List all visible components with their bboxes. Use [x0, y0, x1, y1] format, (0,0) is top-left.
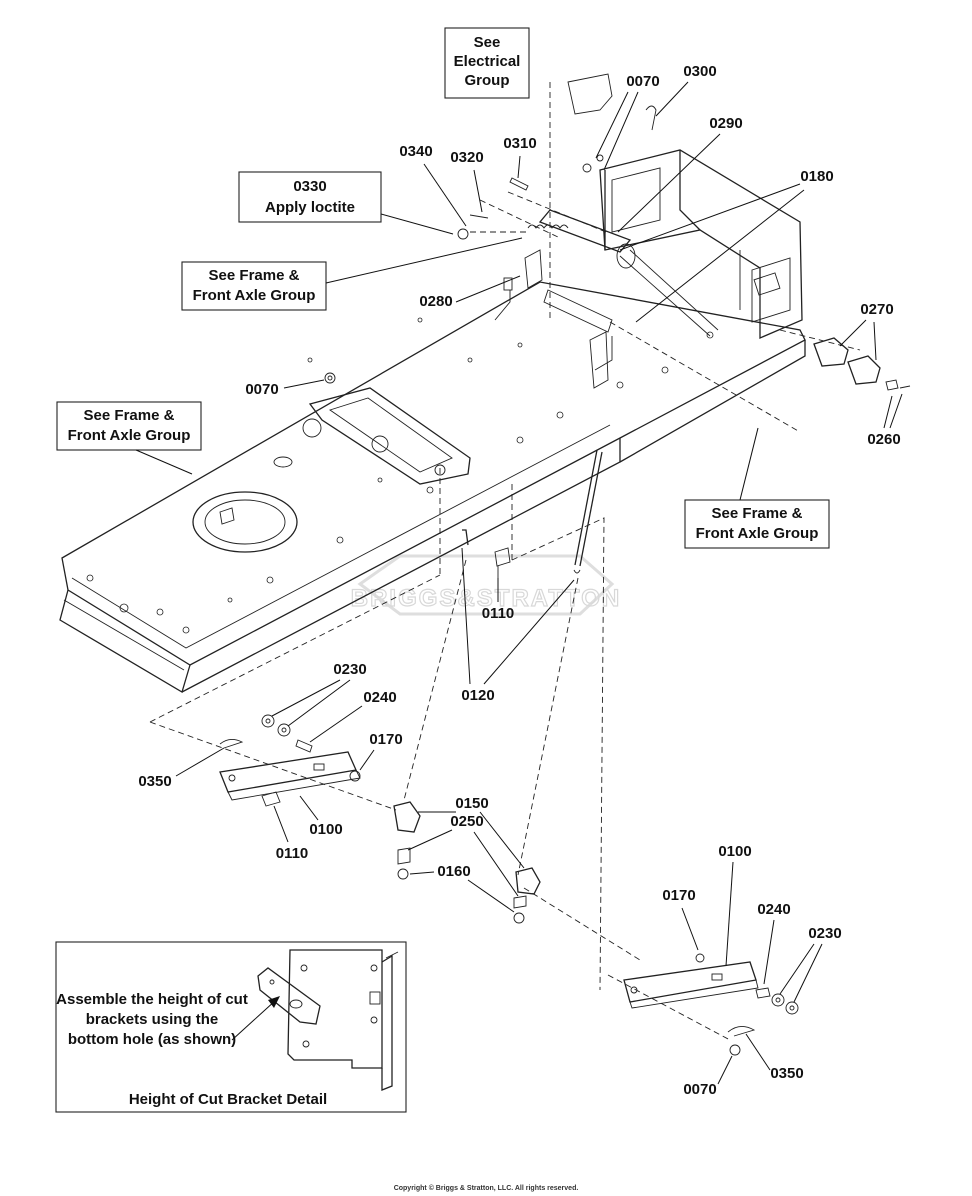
- part-label: 0240: [363, 689, 396, 706]
- part-label: 0110: [482, 605, 515, 622]
- watermark-text: BRIGGS&STRATTON: [351, 585, 621, 612]
- part-labels: 0070 0300 0290 0340 0320 0310 0180 0280 …: [138, 63, 903, 1098]
- center-hardware: [439, 449, 603, 578]
- callout-line: 0330: [293, 178, 326, 195]
- callout-see-frame-3: See Frame & Front Axle Group: [684, 427, 830, 549]
- part-label: 0160: [437, 863, 470, 880]
- part-label: 0170: [662, 887, 695, 904]
- detail-title: Height of Cut Bracket Detail: [129, 1091, 327, 1108]
- brand-watermark: BRIGGS&STRATTON: [350, 554, 621, 616]
- callout-line: See: [474, 34, 501, 51]
- part-label: 0280: [419, 293, 452, 310]
- explode-line: [507, 191, 607, 233]
- callout-see-frame-1: See Frame & Front Axle Group: [181, 237, 523, 311]
- part-label: 0260: [867, 431, 900, 448]
- callout-see-electrical: See Electrical Group: [444, 27, 530, 99]
- callout-line: Apply loctite: [265, 199, 355, 216]
- part-label: 0150: [455, 795, 488, 812]
- callout-see-frame-2: See Frame & Front Axle Group: [56, 401, 202, 475]
- callout-line: Front Axle Group: [696, 525, 819, 542]
- copyright-notice: Copyright © Briggs & Stratton, LLC. All …: [394, 1184, 579, 1192]
- part-label: 0300: [683, 63, 716, 80]
- part-label: 0230: [333, 661, 366, 678]
- hardware-top: [324, 105, 657, 384]
- part-label: 0070: [245, 381, 278, 398]
- part-label: 0100: [309, 821, 342, 838]
- callout-apply-loctite: 0330 Apply loctite: [238, 171, 454, 235]
- detail-instruction: brackets using the: [86, 1011, 219, 1028]
- part-label: 0350: [138, 773, 171, 790]
- part-label: 0070: [683, 1081, 716, 1098]
- part-label: 0120: [461, 687, 494, 704]
- right-hoc-bracket: [623, 953, 799, 1056]
- part-label: 0350: [770, 1065, 803, 1082]
- detail-inset: Assemble the height of cut brackets usin…: [55, 941, 407, 1113]
- part-label: 0320: [450, 149, 483, 166]
- callout-line: Front Axle Group: [193, 287, 316, 304]
- part-label: 0240: [757, 901, 790, 918]
- coupler-parts: [609, 321, 911, 433]
- main-frame: [59, 149, 806, 693]
- part-label: 0230: [808, 925, 841, 942]
- left-hoc-bracket: [219, 714, 541, 924]
- callout-line: See Frame &: [209, 267, 300, 284]
- detail-instruction: bottom hole (as shown): [68, 1031, 236, 1048]
- explode-lines-lower: [149, 517, 731, 1041]
- callout-line: Group: [465, 72, 510, 89]
- part-label: 0310: [503, 135, 536, 152]
- part-label: 0270: [860, 301, 893, 318]
- part-label: 0340: [399, 143, 432, 160]
- callout-line: Electrical: [454, 53, 521, 70]
- callout-line: See Frame &: [712, 505, 803, 522]
- explode-line: [479, 199, 561, 239]
- detail-instruction: Assemble the height of cut: [56, 991, 248, 1008]
- part-label: 0170: [369, 731, 402, 748]
- part-label: 0100: [718, 843, 751, 860]
- callout-line: See Frame &: [84, 407, 175, 424]
- part-label: 0110: [276, 845, 309, 862]
- part-label: 0290: [709, 115, 742, 132]
- part-label: 0180: [800, 168, 833, 185]
- callout-line: Front Axle Group: [68, 427, 191, 444]
- part-label: 0250: [450, 813, 483, 830]
- electrical-bracket: [567, 73, 613, 115]
- part-label: 0070: [626, 73, 659, 90]
